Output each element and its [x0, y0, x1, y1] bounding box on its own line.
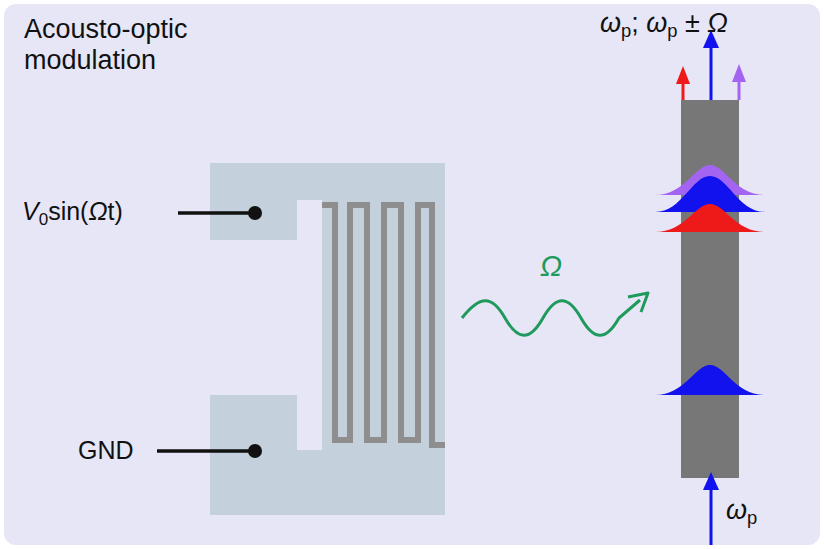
- subscript: p: [747, 507, 757, 528]
- background-panel: [4, 4, 820, 545]
- subscript: p: [667, 20, 677, 41]
- arrowhead: [676, 66, 690, 84]
- input-pulse: [655, 365, 765, 395]
- waveguide: [681, 100, 739, 478]
- symbol: ω: [726, 495, 747, 525]
- arrowhead: [703, 472, 719, 490]
- ground-wire: [157, 449, 255, 453]
- symbol: Ω: [88, 197, 107, 225]
- ground-label: GND: [78, 436, 134, 465]
- signal-wire: [178, 211, 255, 215]
- downshifted-pulse: [655, 204, 765, 232]
- terminal-dot: [248, 206, 262, 220]
- subscript: p: [621, 20, 631, 41]
- electrode-pad: [210, 163, 445, 515]
- arrowhead: [732, 64, 746, 82]
- output-frequencies: ωp; ωp ± Ω: [600, 8, 728, 41]
- drive-signal: V0sin(Ωt): [22, 197, 123, 229]
- idt-meander: [322, 205, 445, 445]
- terminal-dot: [248, 444, 262, 458]
- symbol: Ω: [540, 250, 562, 282]
- acoustic-frequency: Ω: [540, 250, 562, 283]
- symbol: V: [22, 197, 39, 225]
- panel-title: Acousto-optic modulation: [24, 14, 254, 76]
- subscript: 0: [39, 210, 48, 229]
- symbol: ω: [600, 8, 621, 38]
- symbol: ω: [646, 8, 667, 38]
- output-arrow: [710, 44, 713, 100]
- input-frequency: ωp: [726, 495, 757, 528]
- input-arrow: [710, 486, 713, 545]
- symbol: Ω: [707, 8, 728, 38]
- acoustic-wave: [462, 300, 640, 335]
- wave-arrowhead: [628, 293, 648, 312]
